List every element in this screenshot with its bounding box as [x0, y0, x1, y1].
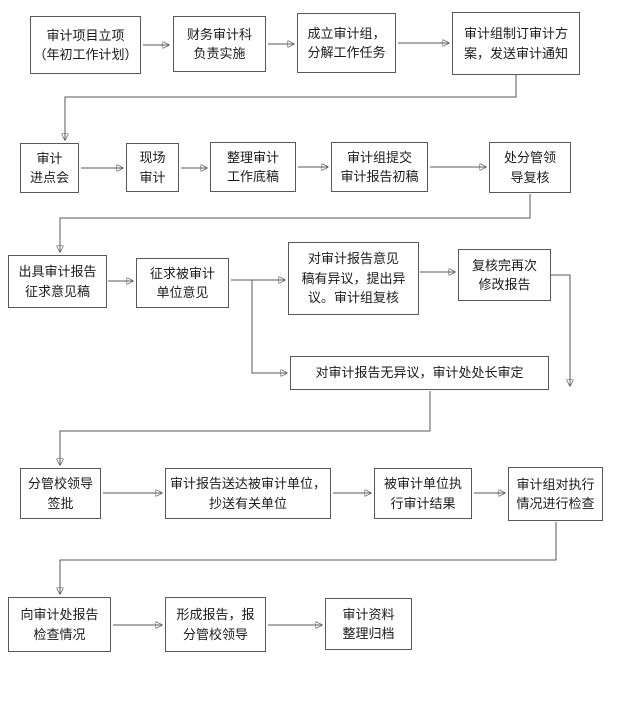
- box-project-initiation: 审计项目立项 （年初工作计划）: [30, 16, 141, 74]
- box-finance-audit-dept: 财务审计科 负责实施: [173, 16, 266, 72]
- box-division-leader-review: 处分管领 导复核: [489, 142, 571, 193]
- connector-plan-to-entry-meeting: [65, 75, 517, 140]
- box-report-check-status: 向审计处报告 检查情况: [8, 597, 111, 652]
- box-implementation-check: 审计组对执行 情况进行检查: [508, 467, 603, 521]
- box-implement-results: 被审计单位执 行审计结果: [374, 468, 472, 519]
- box-working-papers: 整理审计 工作底稿: [210, 142, 296, 192]
- connector-approval-to-leader: [60, 391, 431, 465]
- box-solicit-opinions: 征求被审计 单位意见: [136, 258, 229, 308]
- box-form-audit-team: 成立审计组， 分解工作任务: [297, 13, 396, 73]
- connector-review-to-opinion-draft: [60, 194, 531, 252]
- box-opinion-draft-report: 出具审计报告 征求意见稿: [8, 255, 107, 308]
- connector-revise-down: [551, 274, 570, 386]
- box-deliver-report: 审计报告送达被审计单位， 抄送有关单位: [165, 468, 331, 519]
- box-onsite-audit: 现场 审计: [126, 143, 179, 192]
- box-draft-report: 审计组提交 审计报告初稿: [331, 142, 428, 192]
- box-school-leader-approval: 分管校领导 签批: [20, 468, 101, 519]
- box-report-to-leader: 形成报告，报 分管校领导: [165, 597, 266, 652]
- branch-solicit-to-no-objection: [251, 280, 287, 373]
- box-no-objection-approval: 对审计报告无异议，审计处处长审定: [290, 356, 549, 390]
- box-revise-report: 复核完再次 修改报告: [458, 249, 551, 301]
- box-objection-review: 对审计报告意见 稿有异议，提出异 议。审计组复核: [288, 242, 419, 315]
- box-entry-meeting: 审计 进点会: [20, 143, 79, 193]
- box-audit-plan-notice: 审计组制订审计方 案，发送审计通知: [452, 12, 580, 75]
- box-archive-materials: 审计资料 整理归档: [325, 598, 412, 650]
- connector-check-to-report: [60, 522, 557, 594]
